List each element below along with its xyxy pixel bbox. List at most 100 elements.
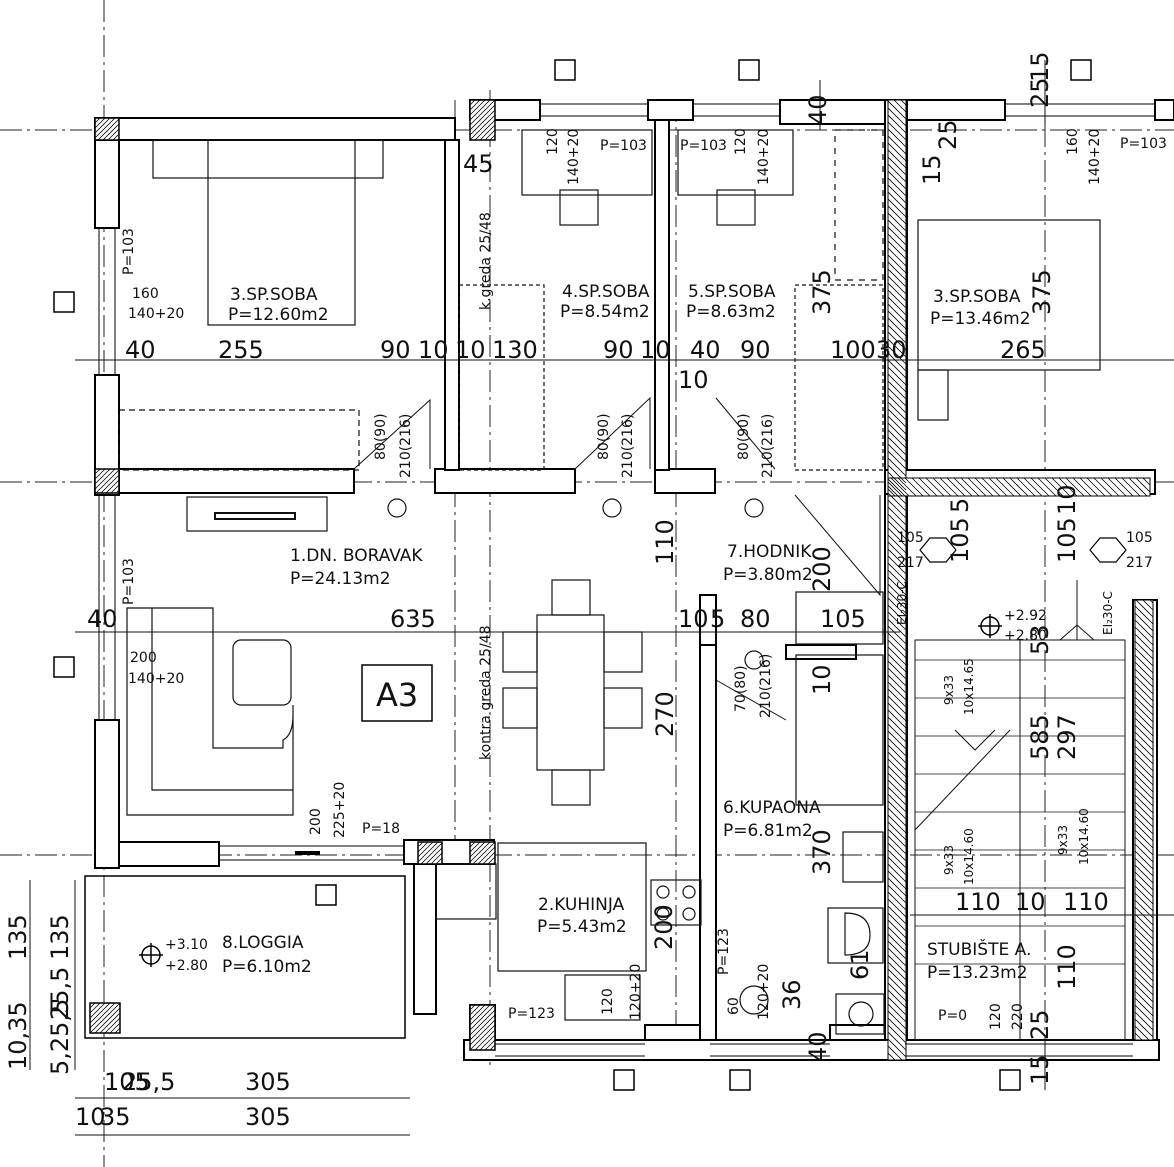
plan-label-b2: kontra greda 25/48	[478, 625, 494, 760]
plan-label-w4-b: 140+20	[756, 129, 772, 185]
column-cross-stroke	[472, 841, 496, 865]
hatch-stroke	[887, 793, 907, 813]
hatch-stroke	[1134, 640, 1154, 660]
hatch-stroke	[932, 477, 952, 497]
column-cross-stroke	[107, 128, 120, 141]
hatch-stroke	[887, 772, 907, 792]
hatch-stroke	[887, 856, 907, 876]
hatch-stroke	[904, 477, 924, 497]
plan-label-d-15a: 15	[1026, 51, 1054, 82]
plan-label-d-61: 61	[846, 949, 874, 980]
plan-label-w8-a: 60	[726, 997, 742, 1015]
hatch-stroke	[1134, 794, 1154, 814]
plan-label-w6-a: 200	[308, 808, 324, 835]
hatch-stroke	[887, 205, 907, 225]
column-cross-stroke	[469, 1004, 496, 1031]
hatch-stroke	[1134, 997, 1154, 1017]
hatch-stroke	[1134, 934, 1154, 954]
hatch-stroke	[887, 765, 907, 785]
hatch-stroke	[887, 142, 907, 162]
plan-label-d-110d: 110	[1053, 944, 1081, 990]
hatch-stroke	[887, 695, 907, 715]
column-cross-stroke	[469, 1009, 496, 1036]
hatch-stroke	[887, 408, 907, 428]
plan-label-b-305b: 305	[245, 1103, 291, 1131]
plan-label-d-90b: 90	[603, 336, 634, 364]
hatch-stroke	[887, 114, 907, 134]
plan-label-loggia-bot: +2.80	[165, 958, 208, 974]
hatch-stroke	[1134, 913, 1154, 933]
plan-label-d-40c: 40	[87, 605, 118, 633]
vertical-dimension-labels: 375 375 110 200 270 370 10 105 105 10 5 …	[4, 51, 1081, 1085]
hatch-stroke	[1135, 477, 1151, 493]
column-cross-stroke	[469, 114, 496, 141]
hatch-stroke	[1134, 885, 1154, 905]
hatch-stroke	[1134, 976, 1154, 996]
hatch-stroke	[887, 338, 907, 358]
hatch-stroke	[1134, 1025, 1150, 1041]
hatch-stroke	[887, 310, 907, 330]
plan-label-dr1-a: 80(90)	[373, 413, 389, 460]
hatch-stroke	[887, 555, 907, 575]
column-cross-stroke	[469, 104, 496, 131]
column-cross-stroke	[112, 133, 120, 141]
room-area-bedroom-5: P=8.63m2	[686, 302, 776, 322]
column-cross-stroke	[435, 857, 443, 865]
column-cross-stroke	[417, 841, 424, 848]
hatch-stroke	[887, 569, 907, 589]
hatch-stroke	[887, 758, 907, 778]
hatch-stroke	[887, 107, 907, 127]
hatch-stroke	[887, 429, 907, 449]
column-cross-stroke	[469, 99, 496, 126]
plan-label-loggia-top: +3.10	[165, 937, 208, 953]
plan-label-d-105b: 105	[946, 517, 974, 563]
plan-label-d-10g: 10	[1053, 484, 1081, 515]
room-name-bathroom: 6.KUPAONA	[723, 798, 821, 818]
plan-label-d-110c: 110	[1063, 888, 1109, 916]
column-cross-stroke	[94, 117, 111, 134]
plan-label-d-10a: 10	[418, 336, 449, 364]
hatch-stroke	[1134, 920, 1154, 940]
hatch-stroke	[887, 744, 907, 764]
room-name-loggia: 8.LOGGIA	[222, 933, 304, 953]
plan-label-fire1: EI₂30-C	[895, 581, 909, 625]
column-cross-stroke	[94, 468, 101, 475]
hatch-stroke	[1142, 477, 1151, 486]
column-cross-stroke	[469, 1019, 496, 1046]
plan-label-d-25a: 25	[1026, 77, 1054, 108]
hatch-stroke	[887, 1010, 907, 1030]
room-area-staircase: P=13.23m2	[927, 963, 1028, 983]
hatch-stroke	[887, 233, 907, 253]
hatch-stroke	[887, 877, 907, 897]
hatch-stroke	[887, 212, 907, 232]
plan-label-d-105a: 105	[820, 605, 866, 633]
hatch-stroke	[887, 177, 907, 197]
hatch-stroke	[1134, 962, 1154, 982]
plan-label-d-90a: 90	[380, 336, 411, 364]
hatch-stroke	[1134, 731, 1154, 751]
window-lines	[98, 103, 1155, 1057]
hatch-stroke	[887, 674, 907, 694]
hatch-stroke	[887, 457, 907, 477]
hatch-stroke	[887, 331, 907, 351]
plan-label-s3a: 9x33	[1056, 825, 1070, 855]
column-cross-stroke	[94, 1007, 121, 1034]
room-name-bedroom-5: 5.SP.SOBA	[688, 282, 776, 302]
hatch-stroke	[1134, 668, 1154, 688]
column-cross-stroke	[117, 138, 120, 141]
plan-label-s1a: 9x33	[942, 675, 956, 705]
column-cross-stroke	[420, 842, 443, 865]
hatch-stroke	[1134, 1032, 1143, 1041]
hatch-stroke	[887, 450, 907, 470]
hatch-stroke	[1044, 477, 1064, 497]
column-cross-stroke	[89, 1002, 106, 1019]
column-cross-stroke	[469, 841, 486, 858]
room-labels: 3.SP.SOBA P=12.60m2 4.SP.SOBA P=8.54m2 5…	[222, 282, 1031, 983]
staircase-flights	[914, 580, 1126, 1041]
column-cross-stroke	[469, 1014, 496, 1041]
hatch-stroke	[1037, 477, 1057, 497]
hatch-stroke	[1134, 745, 1154, 765]
hatch-stroke	[887, 835, 907, 855]
hatch-stroke	[887, 492, 907, 512]
hatch-stroke	[1134, 654, 1154, 674]
